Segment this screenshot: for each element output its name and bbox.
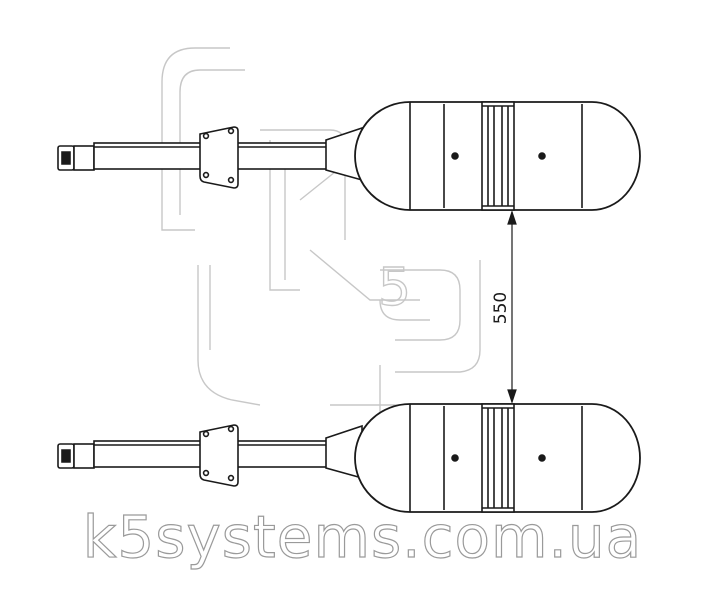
arrow-up-icon [507, 210, 517, 225]
mounting-bracket [199, 126, 239, 189]
barrier-assembly-bottom [57, 403, 641, 513]
barrier-assembly-top [57, 101, 641, 211]
dimension-line [507, 210, 517, 404]
dimension-label: 550 [491, 291, 511, 325]
center-segment [481, 101, 515, 211]
arrow-down-icon [507, 389, 517, 404]
watermark-logo: 5 [161, 47, 481, 420]
center-segment [481, 403, 515, 513]
watermark-text: k5systems.com.ua [82, 503, 643, 571]
mounting-bracket [199, 424, 239, 487]
watermark-logo-text: 5 [378, 258, 411, 318]
